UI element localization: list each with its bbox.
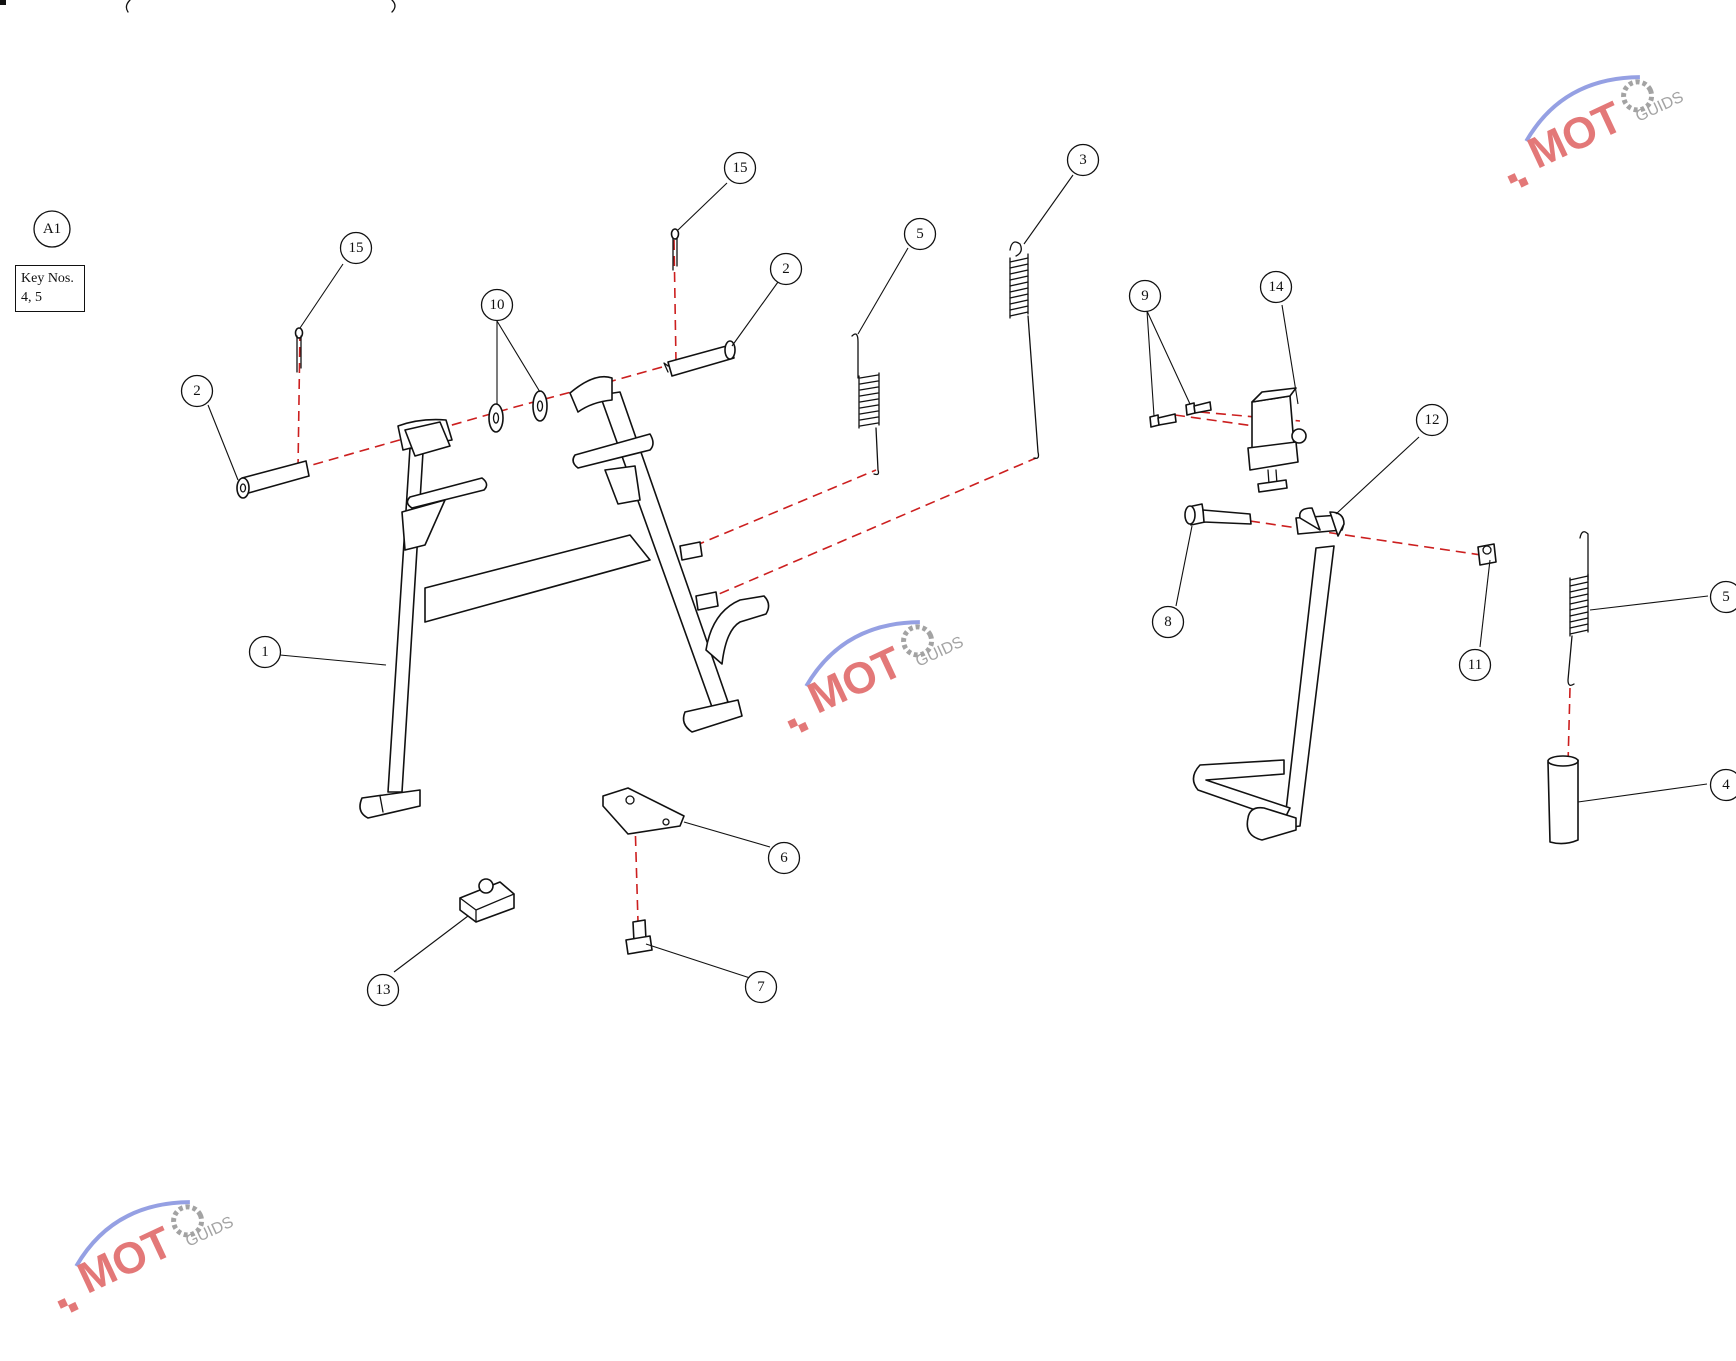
svg-text:GUIDS: GUIDS: [183, 1214, 236, 1251]
callout-11: 11: [1458, 648, 1492, 682]
nut-part-11: [1477, 543, 1497, 566]
svg-text:A1: A1: [43, 221, 61, 237]
svg-text:GUIDS: GUIDS: [913, 634, 966, 671]
sidestand-switch-part-14: [1247, 387, 1307, 493]
cotter-pin-right-part-15: [670, 228, 680, 271]
pivot-pin-right-part-2: [663, 340, 736, 377]
svg-text:2: 2: [782, 261, 790, 277]
washers-part-10: [488, 390, 548, 433]
callout-13: 13: [366, 973, 400, 1007]
side-stand-part-12: [1192, 507, 1345, 841]
callout-4: 4: [1709, 768, 1736, 802]
svg-text:13: 13: [376, 982, 391, 998]
callout-2-right: 2: [769, 252, 803, 286]
svg-text:14: 14: [1269, 279, 1285, 295]
callout-1: 1: [248, 635, 282, 669]
svg-text:15: 15: [349, 240, 364, 256]
svg-text:2: 2: [193, 383, 201, 399]
cotter-pin-left-part-15: [294, 327, 304, 373]
long-spring-part-3: [1009, 241, 1040, 460]
svg-text:4: 4: [1722, 777, 1730, 793]
svg-text:MOT: MOT: [1521, 92, 1630, 178]
callout-3: 3: [1066, 143, 1100, 177]
spring-part-5-right: [1567, 531, 1589, 686]
callout-6: 6: [767, 841, 801, 875]
bracket-plate-part-6: [602, 787, 685, 835]
rubber-sleeve-part-4: [1547, 755, 1579, 845]
svg-text:12: 12: [1425, 412, 1440, 428]
svg-text:7: 7: [757, 979, 765, 995]
key-box-values: 4, 5: [21, 290, 42, 305]
callout-12: 12: [1415, 403, 1449, 437]
svg-text:11: 11: [1468, 657, 1482, 673]
rubber-stop-part-13: [459, 878, 515, 923]
key-numbers-box: Key Nos. 4, 5: [15, 265, 85, 312]
callout-14: 14: [1259, 270, 1293, 304]
callout-8: 8: [1151, 605, 1185, 639]
leader-lines: [207, 174, 1709, 979]
svg-text:5: 5: [1722, 589, 1730, 605]
spring-part-5-middle: [851, 333, 880, 476]
svg-text:1: 1: [261, 644, 269, 660]
svg-text:10: 10: [490, 297, 505, 313]
callout-5-right: 5: [1709, 580, 1736, 614]
svg-text:GUIDS: GUIDS: [1633, 89, 1686, 126]
pivot-bolt-part-8: [1184, 503, 1252, 526]
watermark-logo-bottom-left: MOT GUIDS: [57, 1200, 236, 1313]
svg-text:MOT: MOT: [801, 637, 910, 723]
pivot-pin-left-part-2: [236, 460, 310, 499]
callout-15-left: 15: [339, 231, 373, 265]
svg-text:MOT: MOT: [71, 1217, 180, 1303]
svg-text:15: 15: [733, 160, 748, 176]
callout-10: 10: [480, 288, 514, 322]
callout-a1: A1: [33, 210, 71, 248]
key-box-title: Key Nos.: [21, 271, 74, 286]
fastener-part-7: [625, 919, 653, 955]
center-stand-part-1: [359, 375, 770, 819]
watermark-logo-center: MOT GUIDS: [787, 620, 966, 733]
watermark-logo-top-right: MOT GUIDS: [1507, 75, 1686, 188]
callout-9: 9: [1128, 279, 1162, 313]
svg-text:8: 8: [1164, 614, 1172, 630]
screws-part-9: [1149, 401, 1212, 428]
callout-5-middle: 5: [903, 217, 937, 251]
svg-text:3: 3: [1079, 152, 1087, 168]
callout-7: 7: [744, 970, 778, 1004]
svg-text:5: 5: [916, 226, 924, 242]
callout-15-right: 15: [723, 151, 757, 185]
svg-text:6: 6: [780, 850, 788, 866]
callout-2-left: 2: [180, 374, 214, 408]
svg-text:9: 9: [1141, 288, 1149, 304]
header-remnant: [0, 0, 396, 13]
